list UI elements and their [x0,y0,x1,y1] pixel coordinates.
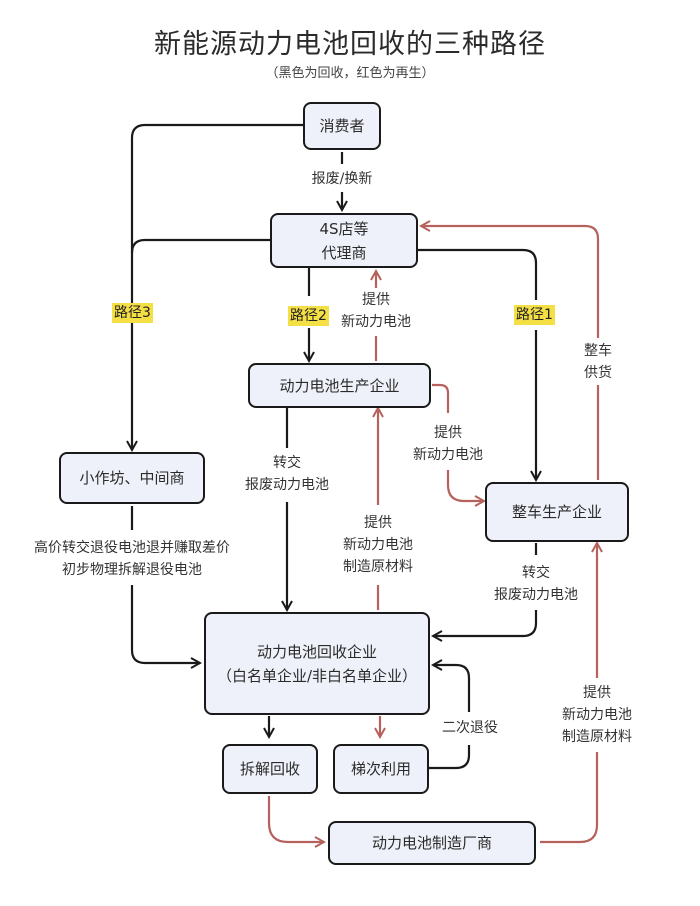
label-line: 提供 [583,685,611,701]
label-line: 提供 [364,515,392,531]
diagram-subtitle: （黑色为回收，红色为再生） [265,66,435,81]
edge-workshop-recycler [130,506,200,663]
node-consumer[interactable]: 消费者 [303,102,381,150]
label-line: 新动力电池 [343,537,413,553]
node-dealer-label-1: 4S店等 [319,219,369,238]
label-line: 转交 [273,455,301,471]
node-recycler[interactable]: 动力电池回收企业 （白名单企业/非白名单企业） [204,612,430,715]
edge-automaker-dealer [421,226,600,480]
label-line: 新动力电池 [413,447,483,463]
label-line: 报废动力电池 [494,587,578,603]
node-workshop-label: 小作坊、中间商 [79,469,185,487]
label-second-retire: 二次退役 [436,717,504,739]
label-line: 整车 [584,343,612,359]
node-consumer-label: 消费者 [319,117,365,135]
label-provide-new-battery-2: 提供 新动力电池 [402,422,494,466]
edge-cascade-recycler [418,665,471,770]
edge-cellmaker-automaker [540,543,597,844]
label-scrap-renew: 报废/换新 [302,168,382,190]
node-cascade[interactable]: 梯次利用 [333,744,429,794]
label-line: 初步物理拆解退役电池 [62,562,202,578]
edge-batterymaker-automaker [432,383,484,501]
path-tag-1: 路径1 [514,305,555,325]
node-battery-maker-label: 动力电池生产企业 [279,376,400,395]
path-tag-3: 路径3 [112,303,153,323]
label-provide-materials-2: 提供 新动力电池 制造原材料 [548,682,646,748]
node-dismantle-label: 拆解回收 [239,760,300,778]
label-line: 提供 [434,425,462,441]
node-cascade-label: 梯次利用 [350,760,411,778]
label-provide-new-battery-1: 提供 新动力电池 [330,289,422,333]
edge-automaker-recycler [433,543,538,636]
edge-dismantle-cellmaker [267,796,324,842]
label-line: 供货 [584,365,612,381]
label-vehicle-supply: 整车 供货 [576,340,620,384]
edge-dealer-workshop [130,238,270,254]
label-transfer-scrap-2: 转交 报废动力电池 [480,562,592,606]
label-transfer-scrap-1: 转交 报废动力电池 [232,452,342,496]
node-dealer[interactable]: 4S店等 代理商 [270,213,418,268]
node-recycler-label-2: （白名单企业/非白名单企业） [216,666,418,685]
node-cell-maker[interactable]: 动力电池制造厂商 [328,821,536,865]
node-workshop[interactable]: 小作坊、中间商 [59,452,205,504]
label-line: 提供 [362,292,390,308]
edge-consumer-workshop [132,123,304,450]
label-line: 新动力电池 [562,707,632,723]
label-provide-materials-1: 提供 新动力电池 制造原材料 [330,512,426,578]
node-recycler-label-1: 动力电池回收企业 [256,642,377,661]
node-dismantle[interactable]: 拆解回收 [222,744,318,794]
label-line: 制造原材料 [562,729,632,745]
label-line: 制造原材料 [343,559,413,575]
label-line: 转交 [522,565,550,581]
label-line: 新动力电池 [341,314,411,330]
node-automaker[interactable]: 整车生产企业 [485,482,629,542]
label-line: 高价转交退役电池退并赚取差价 [34,540,230,556]
label-workshop-note: 高价转交退役电池退并赚取差价 初步物理拆解退役电池 [16,537,248,581]
node-dealer-label-2: 代理商 [321,243,367,262]
edge-dealer-automaker [418,248,536,480]
node-cell-maker-label: 动力电池制造厂商 [371,834,492,852]
label-line: 报废动力电池 [245,477,329,493]
node-battery-maker[interactable]: 动力电池生产企业 [248,363,431,408]
diagram-title: 新能源动力电池回收的三种路径 [154,29,546,60]
path-tag-2: 路径2 [288,306,329,326]
node-automaker-label: 整车生产企业 [511,503,602,521]
